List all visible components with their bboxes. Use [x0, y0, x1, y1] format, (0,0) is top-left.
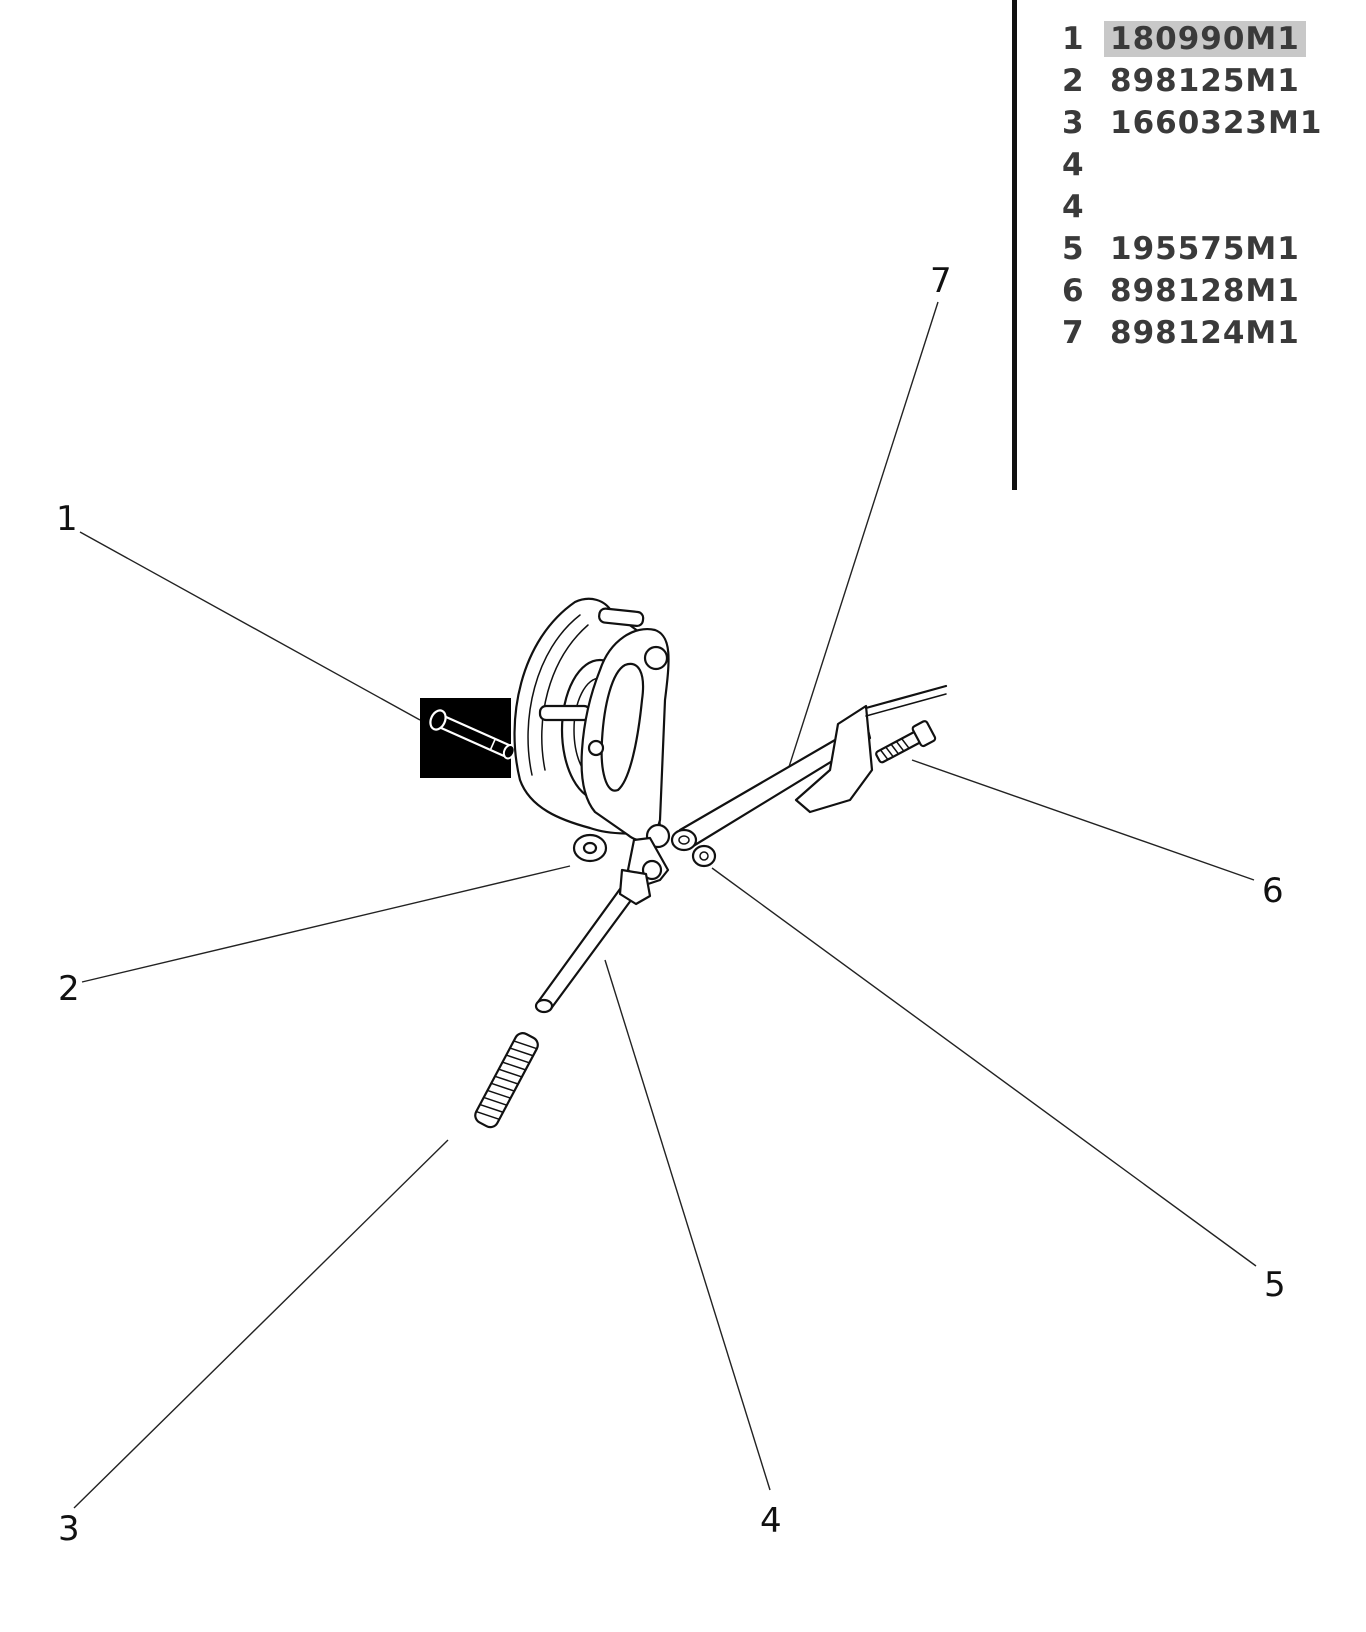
part-3-spring[interactable]: [472, 1030, 540, 1130]
leader-line-6: [911, 759, 1255, 881]
parts-list-part-number[interactable]: 898125M1: [1110, 63, 1300, 99]
callout-2: 2: [58, 969, 80, 1009]
parts-list-item-number: 2: [1062, 63, 1085, 99]
part-5-washer[interactable]: [691, 844, 717, 868]
callout-6: 6: [1262, 871, 1284, 911]
part-1-pin[interactable]: [420, 698, 518, 778]
leader-line-2: [81, 865, 571, 983]
parts-list-row-4b[interactable]: 4: [1062, 186, 1116, 228]
leader-line-5: [711, 867, 1257, 1267]
parts-list-row-4a[interactable]: 4: [1062, 144, 1116, 186]
parts-list-item-number: 7: [1062, 315, 1085, 351]
callout-3: 3: [58, 1509, 80, 1549]
leader-line-4: [604, 959, 771, 1491]
leader-line-3: [73, 1139, 449, 1509]
leader-line-1: [79, 531, 421, 721]
parts-list-part-number[interactable]: 898128M1: [1110, 273, 1300, 309]
parts-list-panel: 1 180990M1 2 898125M1 3 1660323M1 4 4 5 …: [1012, 0, 1352, 490]
parts-list-row-6[interactable]: 6 898128M1: [1062, 270, 1306, 312]
part-6-bolt[interactable]: [873, 720, 937, 768]
callout-1: 1: [56, 499, 78, 539]
parts-list-item-number: 5: [1062, 231, 1085, 267]
parts-list-part-number[interactable]: 180990M1: [1104, 21, 1306, 57]
parts-list-row-3[interactable]: 3 1660323M1: [1062, 102, 1328, 144]
parts-list-item-number: 4: [1062, 189, 1085, 225]
part-4-rod[interactable]: [534, 868, 652, 1014]
parts-list-row-5[interactable]: 5 195575M1: [1062, 228, 1306, 270]
parts-list-item-number: 6: [1062, 273, 1085, 309]
callout-7: 7: [930, 261, 952, 301]
parts-list-row-2[interactable]: 2 898125M1: [1062, 60, 1306, 102]
pulley-bracket-housing[interactable]: [513, 597, 671, 887]
parts-list-item-number: 3: [1062, 105, 1085, 141]
parts-list-row-7[interactable]: 7 898124M1: [1062, 312, 1306, 354]
parts-list-part-number[interactable]: 1660323M1: [1110, 105, 1323, 141]
parts-list-part-number[interactable]: 898124M1: [1110, 315, 1300, 351]
callout-5: 5: [1264, 1265, 1286, 1305]
part-2-washer[interactable]: [572, 833, 608, 863]
parts-list-part-number[interactable]: 195575M1: [1110, 231, 1300, 267]
leader-line-7: [787, 301, 939, 771]
parts-list-item-number: 1: [1062, 21, 1085, 57]
parts-list-row-1[interactable]: 1 180990M1: [1062, 18, 1306, 60]
callout-4: 4: [760, 1501, 782, 1541]
part-7-lever-arm[interactable]: [670, 684, 948, 852]
parts-list-item-number: 4: [1062, 147, 1085, 183]
